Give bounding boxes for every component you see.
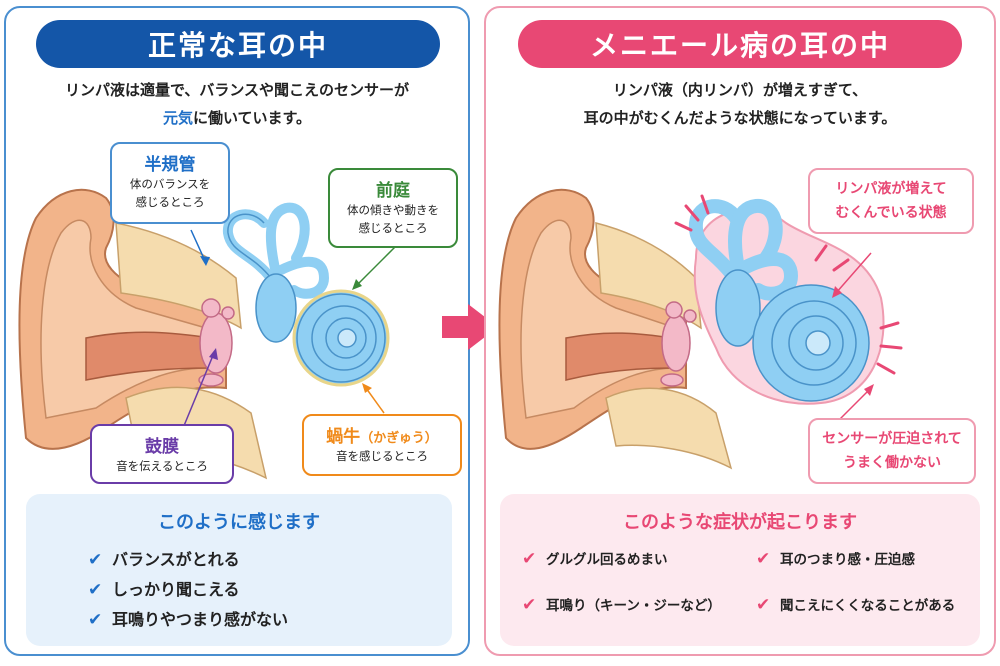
normal-ear-panel: 正常な耳の中 リンパ液は適量で、バランスや聞こえのセンサーが 元気に働いています…: [4, 6, 470, 656]
callout-semicircular-desc2: 感じるところ: [135, 195, 205, 209]
meniere-summary-item: ✔耳鳴り（キーン・ジーなど）: [522, 595, 721, 615]
callout-cochlea-desc1: 音を感じるところ: [336, 449, 428, 463]
normal-intro-highlight: 元気: [162, 109, 193, 127]
check-icon: ✔: [88, 610, 103, 630]
check-icon: ✔: [522, 549, 537, 569]
callout-semicircular-title: 半規管: [144, 155, 196, 175]
meniere-summary-item: ✔グルグル回るめまい: [522, 549, 668, 569]
callout-swelling-line2: むくんでいる状態: [835, 205, 947, 221]
callout-swelling-line1: リンパ液が増えて: [835, 181, 947, 197]
check-icon: ✔: [88, 550, 103, 570]
meniere-intro: リンパ液（内リンパ）が増えすぎて、 耳の中がむくんだような状態になっています。: [486, 76, 994, 132]
callout-cochlea: 蝸牛（かぎゅう） 音を感じるところ: [302, 414, 462, 476]
normal-summary-item: ✔バランスがとれる: [88, 550, 240, 570]
meniere-ear-illustration: [498, 188, 903, 470]
callout-pressure: センサーが圧迫されて うまく働かない: [808, 418, 976, 484]
meniere-intro-line1: リンパ液（内リンパ）が増えすぎて、: [612, 81, 868, 99]
callout-cochlea-reading: （かぎゅう）: [360, 431, 438, 446]
meniere-title: メニエール病の耳の中: [518, 20, 962, 68]
callout-eardrum-title: 鼓膜: [145, 437, 179, 457]
callout-semicircular-desc1: 体のバランスを: [129, 177, 211, 191]
normal-intro-line1: リンパ液は適量で、バランスや聞こえのセンサーが: [64, 81, 410, 99]
callout-vestibule: 前庭 体の傾きや動きを 感じるところ: [328, 168, 458, 248]
normal-summary-item: ✔しっかり聞こえる: [88, 580, 240, 600]
callout-eardrum: 鼓膜 音を伝えるところ: [90, 424, 234, 484]
check-icon: ✔: [756, 549, 771, 569]
callout-semicircular: 半規管 体のバランスを 感じるところ: [110, 142, 230, 224]
normal-intro-line2: に働いています。: [192, 109, 312, 127]
normal-summary-item: ✔耳鳴りやつまり感がない: [88, 610, 289, 630]
normal-summary-title: このように感じます: [158, 512, 320, 533]
normal-intro: リンパ液は適量で、バランスや聞こえのセンサーが 元気に働いています。: [6, 76, 468, 132]
callout-eardrum-desc1: 音を伝えるところ: [116, 459, 208, 473]
meniere-summary-item: ✔聞こえにくくなることがある: [756, 595, 956, 615]
callout-pressure-line2: うまく働かない: [843, 455, 941, 471]
normal-ear-illustration: [18, 188, 397, 480]
check-icon: ✔: [88, 580, 103, 600]
callout-vestibule-desc2: 感じるところ: [358, 221, 428, 235]
meniere-summary-item: ✔耳のつまり感・圧迫感: [756, 549, 915, 569]
callout-vestibule-title: 前庭: [376, 181, 410, 201]
normal-summary-box: このように感じます ✔バランスがとれる ✔しっかり聞こえる ✔耳鳴りやつまり感が…: [26, 494, 452, 646]
meniere-summary-title: このような症状が起こります: [623, 512, 857, 533]
meniere-summary-box: このような症状が起こります ✔グルグル回るめまい ✔耳のつまり感・圧迫感 ✔耳鳴…: [500, 494, 980, 646]
right-arrow-icon: [442, 304, 498, 350]
callout-cochlea-title: 蝸牛: [326, 427, 361, 447]
callout-pressure-line1: センサーが圧迫されて: [822, 431, 962, 447]
meniere-ear-panel: メニエール病の耳の中 リンパ液（内リンパ）が増えすぎて、 耳の中がむくんだような…: [484, 6, 996, 656]
check-icon: ✔: [756, 595, 771, 615]
callout-swelling: リンパ液が増えて むくんでいる状態: [808, 168, 974, 234]
meniere-intro-line2: 耳の中がむくんだような状態になっています。: [583, 109, 897, 127]
callout-vestibule-desc1: 体の傾きや動きを: [347, 203, 439, 217]
normal-title: 正常な耳の中: [36, 20, 440, 68]
check-icon: ✔: [522, 595, 537, 615]
